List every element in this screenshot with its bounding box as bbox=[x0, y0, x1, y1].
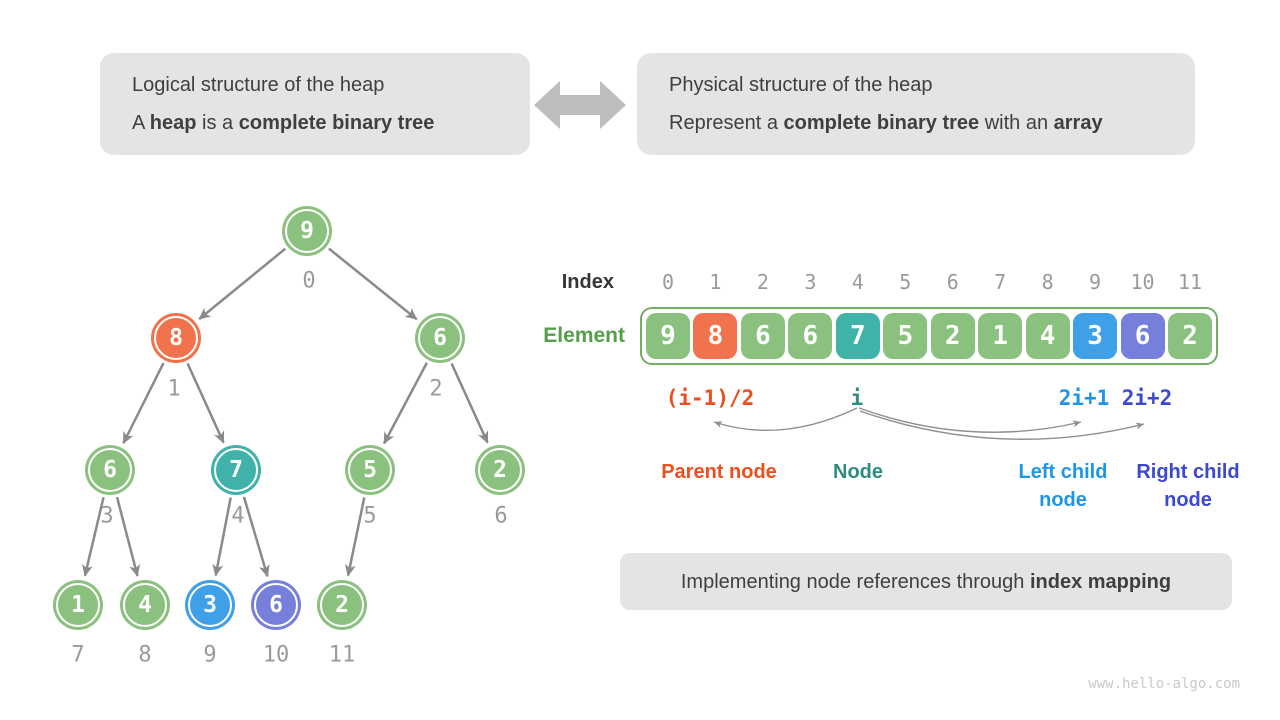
physical-structure-line1: Physical structure of the heap bbox=[669, 74, 933, 96]
array-cell-8: 4 bbox=[1025, 313, 1070, 359]
tree-index-label-2: 2 bbox=[429, 376, 443, 402]
array-index-10: 10 bbox=[1130, 270, 1155, 294]
tree-edge bbox=[242, 496, 270, 578]
tree-edge bbox=[450, 362, 489, 444]
logical-structure-line2: A heap is a complete binary tree bbox=[132, 112, 435, 134]
tree-node-index-11: 2 bbox=[320, 583, 364, 627]
physical-structure-line2: Represent a complete binary tree with an… bbox=[669, 112, 1103, 134]
element-row-label: Element bbox=[543, 324, 625, 347]
tree-index-label-5: 5 bbox=[363, 503, 377, 529]
tree-node-index-5: 5 bbox=[348, 448, 392, 492]
tree-index-label-1: 1 bbox=[167, 376, 181, 402]
tree-node-index-1: 8 bbox=[154, 316, 198, 360]
array-cell-11: 2 bbox=[1167, 313, 1212, 359]
watermark: www.hello-algo.com bbox=[1088, 676, 1240, 692]
array-cell-3: 6 bbox=[788, 313, 833, 359]
tree-index-label-11: 11 bbox=[328, 642, 356, 668]
array-cell-0: 9 bbox=[646, 313, 690, 359]
tree-node-index-0: 9 bbox=[285, 209, 329, 253]
tree-edge bbox=[212, 497, 232, 577]
array-cell-2: 6 bbox=[740, 313, 785, 359]
tree-index-label-6: 6 bbox=[494, 503, 508, 529]
left-child-node-label: Left child node bbox=[1018, 461, 1108, 511]
tree-index-label-4: 4 bbox=[231, 503, 245, 529]
array-index-3: 3 bbox=[804, 270, 817, 294]
tree-index-label-3: 3 bbox=[100, 503, 114, 529]
node-index-formula: i bbox=[850, 386, 864, 410]
left-child-index-formula: 2i+1 bbox=[1058, 386, 1110, 410]
parent-node-label: Parent node bbox=[661, 461, 777, 483]
array-cell-9: 3 bbox=[1073, 313, 1118, 359]
array-index-11: 11 bbox=[1177, 270, 1203, 294]
array-index-8: 8 bbox=[1041, 270, 1054, 294]
tree-edge bbox=[328, 247, 418, 321]
right-child-node-label: Right child node bbox=[1136, 461, 1240, 511]
tree-node-index-8: 4 bbox=[123, 583, 167, 627]
logical-structure-box: Logical structure of the heap A heap is … bbox=[100, 53, 530, 155]
double-arrow-icon bbox=[534, 81, 626, 129]
array-index-5: 5 bbox=[899, 270, 912, 294]
array-index-1: 1 bbox=[709, 270, 722, 294]
tree-node-index-7: 1 bbox=[56, 583, 100, 627]
array-index-row: 0 1 2 3 4 5 6 7 8 9 10 11 bbox=[646, 270, 1212, 294]
array-index-9: 9 bbox=[1089, 270, 1102, 294]
array-index-2: 2 bbox=[756, 270, 769, 294]
tree-index-label-9: 9 bbox=[203, 642, 217, 668]
tree-node-index-9: 3 bbox=[188, 583, 232, 627]
tree-node-index-2: 6 bbox=[418, 316, 462, 360]
tree-node-index-6: 2 bbox=[478, 448, 522, 492]
index-mapping-caption: Implementing node references through ind… bbox=[680, 570, 1172, 593]
array-cell-4: 7 bbox=[835, 313, 880, 359]
node-label: Node bbox=[833, 461, 883, 483]
array-cell-5: 5 bbox=[883, 313, 928, 359]
tree-edge bbox=[122, 362, 165, 445]
tree-node-index-10: 6 bbox=[254, 583, 298, 627]
array-cell-7: 1 bbox=[978, 313, 1023, 359]
parent-index-formula: (i-1)/2 bbox=[665, 386, 755, 410]
tree-index-label-0: 0 bbox=[302, 268, 316, 294]
tree-index-label-8: 8 bbox=[138, 642, 152, 668]
tree-edge bbox=[186, 362, 225, 444]
tree-index-label-7: 7 bbox=[71, 642, 85, 668]
tree-edge bbox=[115, 496, 141, 577]
right-child-index-formula: 2i+2 bbox=[1121, 386, 1173, 410]
tree-edge bbox=[382, 362, 428, 445]
logical-structure-line1: Logical structure of the heap bbox=[132, 74, 385, 96]
tree-edge bbox=[198, 247, 287, 320]
physical-structure-box: Physical structure of the heap Represent… bbox=[637, 53, 1195, 155]
array-index-7: 7 bbox=[994, 270, 1007, 294]
index-row-label: Index bbox=[561, 271, 614, 293]
tree-edge bbox=[344, 497, 366, 577]
array-cell-10: 6 bbox=[1120, 313, 1165, 359]
array-index-6: 6 bbox=[946, 270, 959, 294]
array-cell-6: 2 bbox=[930, 313, 975, 359]
index-mapping-caption-box: Implementing node references through ind… bbox=[620, 553, 1232, 610]
tree-index-label-10: 10 bbox=[262, 642, 290, 668]
array-index-4: 4 bbox=[851, 270, 864, 294]
tree-node-index-3: 6 bbox=[88, 448, 132, 492]
tree-node-index-4: 7 bbox=[214, 448, 258, 492]
array-cell-1: 8 bbox=[693, 313, 738, 359]
array-index-0: 0 bbox=[661, 270, 675, 294]
